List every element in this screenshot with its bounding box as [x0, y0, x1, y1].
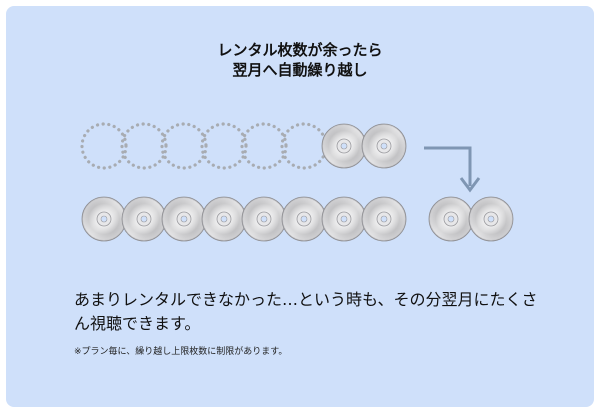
carry-over-arrow [424, 146, 481, 193]
heading-line-1: レンタル枚数が余ったら [217, 41, 383, 59]
monthly-disc [81, 196, 127, 242]
carried-over-disc [468, 196, 514, 242]
description-text: あまりレンタルできなかった…という時も、その分翌月にたくさん視聴できます。 [74, 290, 538, 333]
monthly-disc [201, 196, 247, 242]
leftover-disc [321, 123, 367, 169]
carried-over-disc [428, 196, 474, 242]
monthly-disc [121, 196, 167, 242]
empty-disc-slot [200, 122, 248, 170]
monthly-disc [361, 196, 407, 242]
empty-disc-slot [80, 122, 128, 170]
heading-line-2: 翌月へ自動繰り越し [232, 61, 368, 79]
empty-disc-slot [160, 122, 208, 170]
empty-disc-slot [280, 122, 328, 170]
empty-disc-slot [120, 122, 168, 170]
leftover-disc [361, 123, 407, 169]
plan-note: ※プラン毎に、繰り越し上限枚数に制限があります。 [74, 347, 288, 357]
empty-disc-slot [240, 122, 288, 170]
monthly-disc [281, 196, 327, 242]
feature-heading: レンタル枚数が余ったら 翌月へ自動繰り越し [0, 40, 600, 80]
monthly-disc [161, 196, 207, 242]
monthly-disc [241, 196, 287, 242]
monthly-disc [321, 196, 367, 242]
